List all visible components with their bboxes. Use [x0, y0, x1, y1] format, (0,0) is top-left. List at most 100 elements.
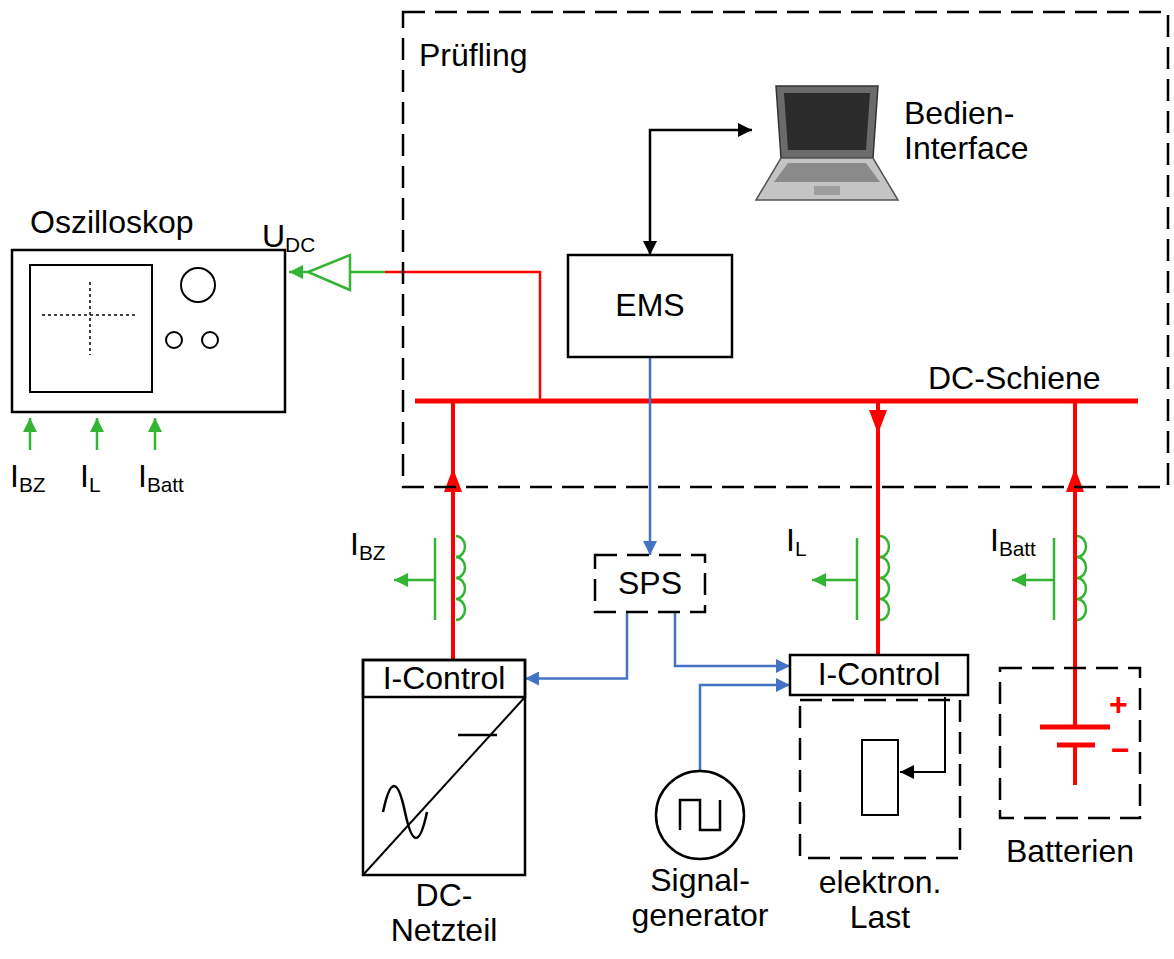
signal-name: IBZ	[350, 528, 385, 560]
resistor-symbol	[862, 740, 898, 815]
battery-wire	[1073, 745, 1077, 785]
text-holder: I-Control	[363, 660, 525, 697]
label-holder: −	[1111, 734, 1130, 766]
node-border	[12, 250, 285, 412]
scope-knob	[181, 268, 215, 302]
label-holder: DC-Schiene	[928, 362, 1101, 394]
label-holder: IBZ	[10, 460, 45, 492]
supply-power-wire	[451, 403, 455, 660]
sensor-signal-arrow	[1012, 579, 1054, 582]
node-border	[800, 700, 960, 858]
plc-box: SPS	[595, 555, 705, 612]
text-holder: elektron. Last	[800, 700, 960, 935]
node-label: elektron. Last	[810, 865, 950, 935]
scope-grid	[89, 282, 91, 355]
coil-winding	[456, 536, 465, 620]
wiper-arrow	[900, 697, 945, 772]
node-border	[363, 660, 525, 697]
node-label: EMS	[615, 288, 684, 323]
electronic-load: elektron. Last	[800, 700, 960, 955]
laptop-lid	[776, 86, 878, 158]
scope-knob	[166, 332, 182, 348]
dc-bus-bar	[415, 399, 1138, 404]
node-label: Signal- generator	[625, 863, 775, 933]
scope-knob	[202, 332, 218, 348]
node-label: I-Control	[383, 661, 506, 696]
node-label: Batterien	[1000, 834, 1140, 869]
square-wave-symbol	[680, 800, 720, 830]
sensor-signal-arrow	[394, 579, 435, 582]
dc-power-supply: I-ControlDC- Netzteil	[363, 660, 525, 955]
sensor-signal-arrow	[812, 579, 857, 582]
laptop-base	[756, 158, 898, 200]
label-holder: IL	[80, 460, 100, 492]
node-border	[363, 660, 525, 875]
operator-interface: Bedien- Interface	[752, 80, 1052, 180]
control-signal	[525, 612, 627, 679]
control-signal	[675, 612, 790, 666]
amplifier-symbol	[308, 255, 350, 290]
battery-plate	[1040, 725, 1110, 730]
text-holder: SPS	[595, 555, 705, 612]
text-holder: Signal- generator	[625, 771, 775, 933]
current-control-box: I-Control	[363, 660, 525, 697]
polarity-sign: +	[1109, 688, 1128, 720]
label-holder: IL	[786, 524, 806, 556]
converter-diagonal	[363, 697, 525, 875]
control-signal	[649, 357, 652, 555]
signal-name: IBZ	[10, 460, 45, 492]
text-holder: I-Control	[790, 655, 968, 695]
node-label: I-Control	[818, 657, 941, 692]
scope-input-arrow	[29, 418, 32, 450]
label-holder: UDC	[262, 220, 315, 252]
power-flow-arrow	[444, 468, 462, 492]
scope-screen	[30, 265, 152, 392]
control-signal	[700, 685, 790, 771]
laptop-keyboard	[774, 163, 880, 182]
node-border	[403, 12, 1168, 487]
signal-name: IBatt	[990, 524, 1036, 556]
node-label: Prüfling	[419, 38, 1168, 73]
label-holder: IBZ	[350, 528, 385, 560]
current-control-box: I-Control	[790, 655, 968, 695]
signal-name: IL	[786, 524, 806, 556]
data-link	[650, 130, 752, 255]
oscilloscope: Oszilloskop	[12, 205, 285, 412]
bus-label: DC-Schiene	[928, 362, 1101, 394]
battery-power-wire	[1073, 403, 1077, 727]
text-holder: Prüfling	[403, 12, 1168, 73]
text-holder: Oszilloskop	[12, 205, 285, 240]
voltage-signal-arrow	[289, 271, 308, 274]
coil-winding	[1077, 536, 1086, 620]
node-border	[1000, 668, 1140, 818]
signal-name: UDC	[262, 220, 315, 252]
node-border	[568, 255, 732, 357]
text-holder: EMS	[568, 255, 732, 357]
polarity-sign: −	[1111, 734, 1130, 766]
scope-input-arrow	[96, 418, 99, 450]
label-holder: IBatt	[138, 460, 184, 492]
scope-input-arrow	[154, 418, 157, 450]
node-border	[595, 555, 705, 612]
node-border	[656, 771, 744, 859]
label-holder: IBatt	[990, 524, 1036, 556]
scope-grid	[42, 314, 135, 316]
ems-box: EMS	[568, 255, 732, 357]
signal-name: IL	[80, 460, 100, 492]
power-flow-arrow	[869, 410, 887, 434]
laptop-icon	[752, 80, 900, 205]
node-border	[790, 655, 968, 695]
load-power-wire	[876, 403, 880, 655]
coil-winding	[880, 536, 889, 620]
device-under-test-region: Bedien- InterfaceEMS Prüfling	[403, 12, 1168, 487]
dc-symbol	[458, 734, 497, 737]
label-holder: +	[1109, 688, 1128, 720]
node-label: Bedien- Interface	[904, 96, 1049, 166]
signal-generator: Signal- generator	[625, 771, 775, 956]
power-flow-arrow	[1066, 468, 1084, 492]
laptop-screen	[784, 93, 870, 150]
signal-name: IBatt	[138, 460, 184, 492]
laptop-touchpad	[814, 186, 840, 195]
voltage-tap-wire	[385, 272, 540, 401]
